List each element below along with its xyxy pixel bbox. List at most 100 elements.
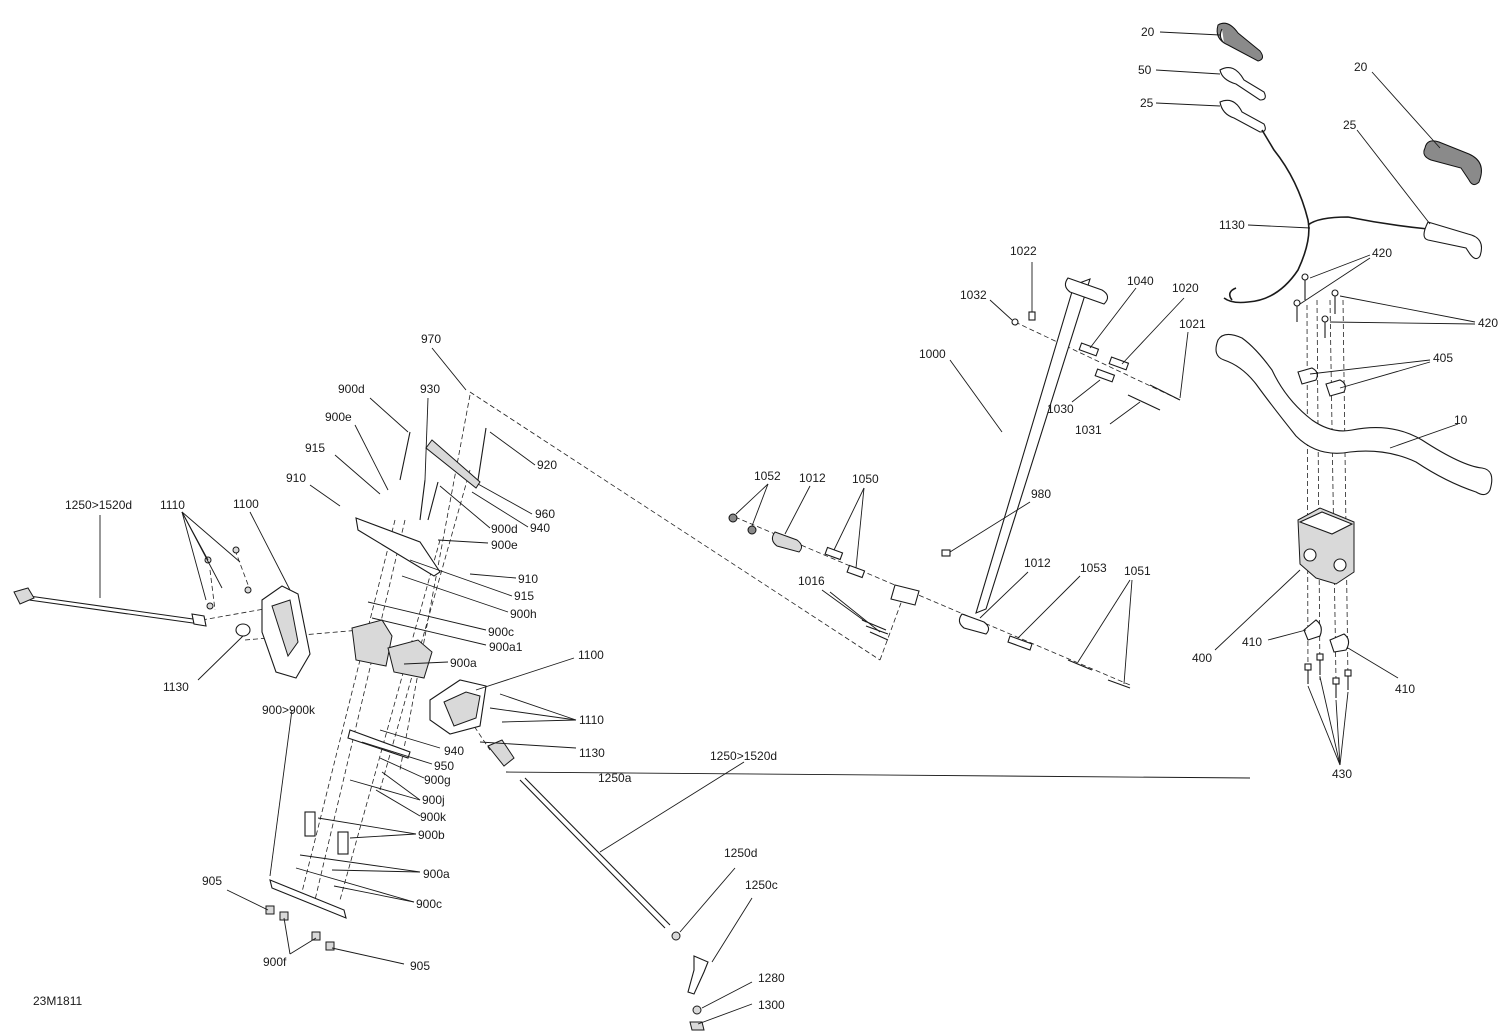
nut-905-b	[325, 941, 335, 951]
label-1040: 1040	[1127, 274, 1154, 288]
bolt-1031	[1127, 394, 1161, 411]
label-900g: 900g	[424, 773, 451, 787]
label-25-right: 25	[1343, 118, 1357, 132]
label-940-low: 940	[444, 744, 464, 758]
bracket-900a	[387, 639, 433, 679]
label-980: 980	[1031, 487, 1051, 501]
label-1110-left: 1110	[160, 498, 185, 512]
steering-column-1000	[975, 278, 1091, 614]
label-900h: 900h	[510, 607, 537, 621]
cap-410-left	[1303, 619, 1322, 641]
label-1050: 1050	[852, 472, 879, 486]
label-1012-left: 1012	[799, 471, 826, 485]
steering-arm-960	[425, 439, 481, 489]
nut-1032	[1011, 318, 1019, 326]
label-970: 970	[421, 332, 441, 346]
label-1130-top: 1130	[1219, 218, 1245, 232]
bolt-900d	[399, 431, 411, 481]
label-950: 950	[434, 759, 454, 773]
heated-grip-25-right	[1423, 221, 1483, 260]
label-430: 430	[1332, 767, 1352, 781]
label-1100-right: 1100	[578, 648, 604, 662]
label-20-top: 20	[1141, 25, 1155, 39]
label-1280: 1280	[758, 971, 785, 985]
label-1250-1520d-right: 1250>1520d	[710, 749, 777, 763]
spacer-1050-b	[846, 564, 866, 579]
label-910-top: 910	[286, 471, 306, 485]
grip-20-right	[1423, 140, 1482, 186]
leader-lines	[99, 31, 1476, 1025]
label-940-top: 940	[530, 521, 550, 535]
label-1022: 1022	[1010, 244, 1037, 258]
label-1250-1520d-left: 1250>1520d	[65, 498, 132, 512]
steering-link-950	[347, 729, 411, 759]
bushing-1012-left	[771, 531, 803, 553]
label-900f: 900f	[263, 955, 287, 969]
ball-joint-1250c	[687, 955, 709, 995]
assembly-dashed-lines	[201, 299, 1349, 901]
label-410-right: 410	[1395, 682, 1415, 696]
label-25-left: 25	[1140, 96, 1154, 110]
label-900k: 900k	[420, 810, 447, 824]
bolt-920	[477, 427, 487, 481]
label-905-right: 905	[410, 959, 430, 973]
label-405: 405	[1433, 351, 1453, 365]
label-1012-right: 1012	[1024, 556, 1051, 570]
label-50: 50	[1138, 63, 1152, 77]
label-1250d: 1250d	[724, 846, 757, 860]
nut-1300	[689, 1021, 705, 1031]
grip-20-top	[1216, 22, 1264, 62]
upper-bracket	[355, 517, 441, 577]
screws-420	[1293, 273, 1339, 338]
label-1020: 1020	[1172, 281, 1199, 295]
bolt-1051-b	[1107, 679, 1131, 689]
label-905-left: 905	[202, 874, 222, 888]
label-900a-top: 900a	[450, 656, 477, 670]
spring-1016	[861, 619, 889, 641]
handlebar-10	[1215, 333, 1493, 496]
label-900a-low: 900a	[423, 867, 450, 881]
label-1000: 1000	[919, 347, 946, 361]
label-1053: 1053	[1080, 561, 1107, 575]
label-910-mid: 910	[518, 572, 538, 586]
pin-980	[941, 549, 951, 557]
clamp-405-a	[1297, 367, 1318, 385]
label-1052: 1052	[754, 469, 781, 483]
label-400: 400	[1192, 651, 1212, 665]
label-1021: 1021	[1179, 317, 1206, 331]
label-1250c: 1250c	[745, 878, 778, 892]
clamp-ring-1130-left	[235, 623, 251, 637]
tie-rod-upper	[21, 594, 201, 621]
label-1016: 1016	[798, 574, 825, 588]
label-900c-low: 900c	[416, 897, 442, 911]
label-930: 930	[420, 382, 440, 396]
steering-column-assembly	[728, 277, 1181, 689]
diagram-code: 23M1811	[33, 994, 82, 1008]
label-920: 920	[537, 458, 557, 472]
bolt-930	[419, 479, 426, 521]
label-900-900k: 900>900k	[262, 703, 316, 717]
washer-1053	[1007, 635, 1033, 651]
label-420-a: 420	[1372, 246, 1392, 260]
label-1032: 1032	[960, 288, 987, 302]
bolt-1022	[1028, 311, 1036, 321]
label-20-right: 20	[1354, 60, 1368, 74]
spacer-900b-b	[337, 831, 349, 855]
label-900d-top: 900d	[338, 382, 365, 396]
label-915-top: 915	[305, 441, 325, 455]
bushing-1012-right	[958, 613, 990, 635]
label-900d-mid: 900d	[491, 522, 518, 536]
nut-1052-a	[728, 513, 738, 523]
label-1250a: 1250a	[598, 771, 632, 785]
bolt-1021	[1149, 384, 1181, 401]
bolts-430	[1304, 653, 1352, 698]
label-900b: 900b	[418, 828, 445, 842]
label-1051: 1051	[1124, 564, 1151, 578]
label-900a1: 900a1	[489, 640, 523, 654]
washer-1280	[692, 1005, 702, 1015]
part-labels: 20 50 25 20 25 1130 420 420 405 10 400 4…	[33, 25, 1498, 1012]
heated-grip-25-left	[1219, 99, 1266, 133]
spacer-1030	[1094, 368, 1116, 383]
label-410-left: 410	[1242, 635, 1262, 649]
